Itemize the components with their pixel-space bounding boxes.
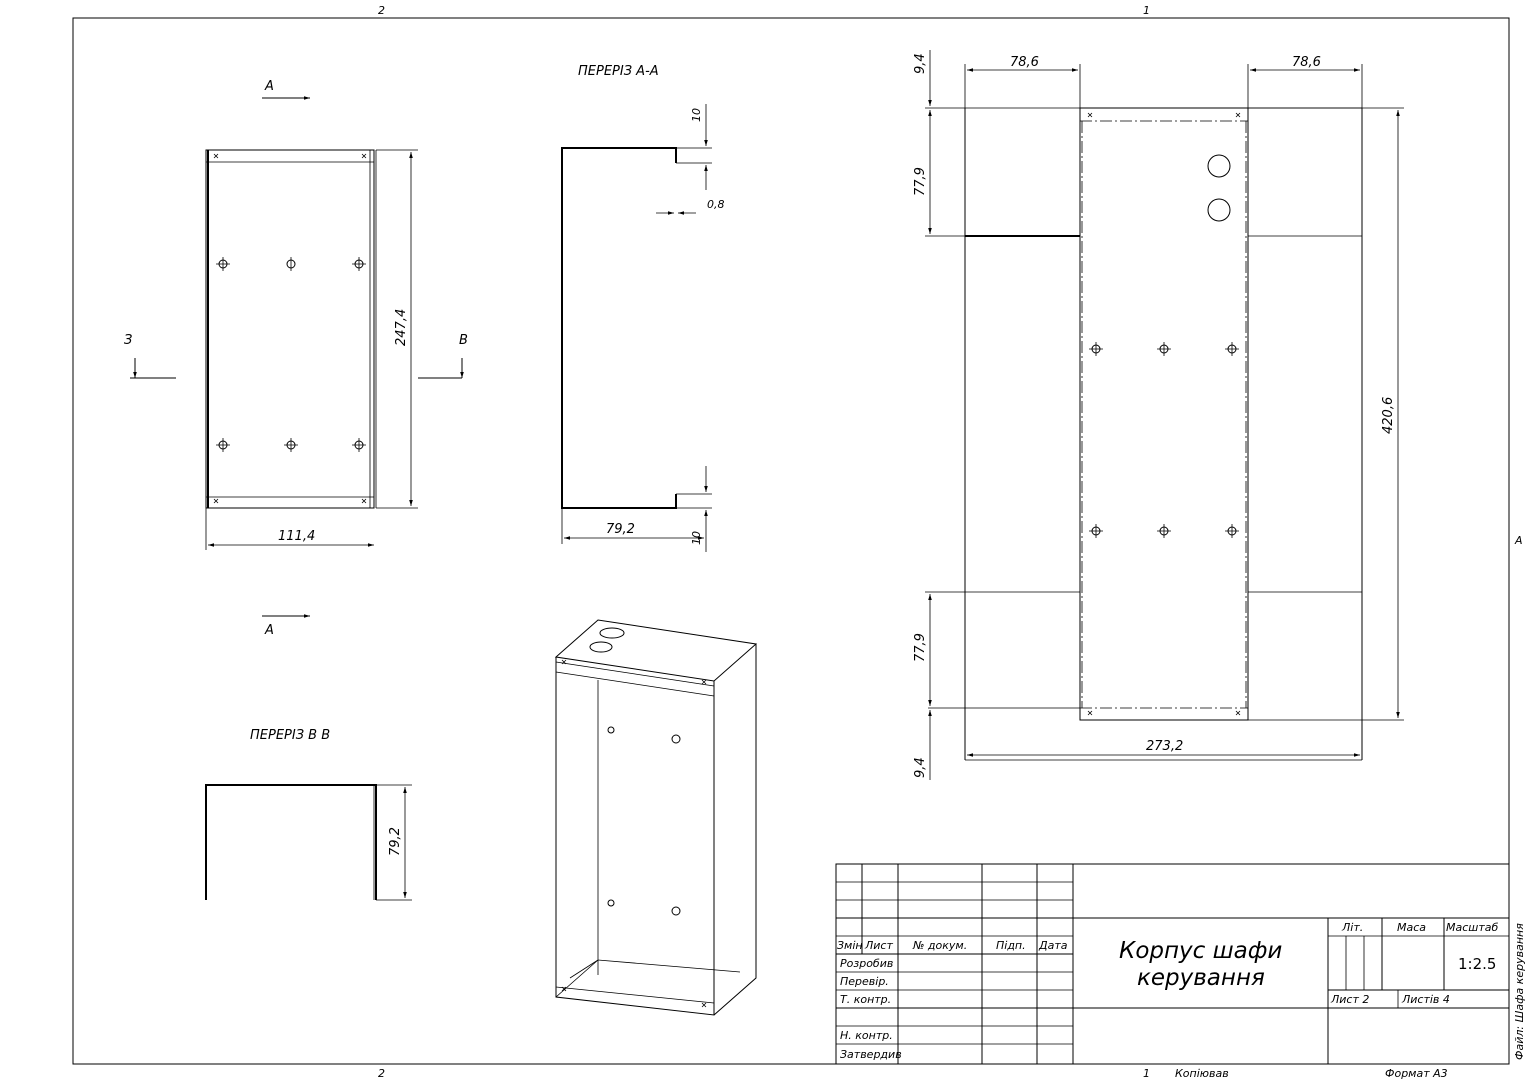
front-view: 247,4 111,4 А А З В (124, 79, 468, 638)
dim-flat-margin-top: 9,4 (913, 53, 928, 74)
zone-label-top-left: 2 (378, 4, 385, 17)
section-aa-view: ПЕРЕРІЗ А-А 10 0,8 10 79,2 (561, 64, 725, 552)
dim-front-height: 247,4 (394, 309, 409, 346)
mounting-holes (216, 257, 366, 452)
zone-label-side: A (1514, 534, 1523, 547)
section-aa-title: ПЕРЕРІЗ А-А (578, 64, 659, 79)
tb-col-sheet: Лист (864, 939, 893, 952)
dim-aa-top-gap: 10 (690, 108, 703, 122)
dim-flat-flap-bottom-height: 77,9 (913, 633, 928, 662)
sheet-frame: 2 1 2 1 Копіював Формат А3 A Файл: Шафа … (72, 4, 1526, 1080)
zone-label-bottom-left: 2 (378, 1067, 385, 1080)
copied-by-label: Копіював (1175, 1067, 1229, 1080)
tb-row-tcontrol: Т. контр. (840, 993, 891, 1006)
format-label: Формат А3 (1385, 1067, 1448, 1080)
section-arrow-a-bottom: А (264, 623, 274, 638)
dim-aa-width: 79,2 (606, 522, 635, 537)
tb-sheets-total: Листів 4 (1401, 993, 1450, 1006)
tb-row-approved: Затвердив (840, 1048, 902, 1061)
dim-bb-depth: 79,2 (388, 827, 403, 856)
tb-col-change: Змін (837, 939, 863, 952)
dim-flat-total-width: 273,2 (1146, 739, 1183, 754)
corner-mark-icon (213, 153, 367, 504)
tb-scale-value: 1:2.5 (1458, 955, 1496, 973)
dim-front-width: 111,4 (278, 529, 315, 544)
tb-title-line-1: Корпус шафи (1119, 938, 1282, 964)
section-arrow-b-right: В (459, 333, 468, 348)
title-block: Змін Лист № докум. Підп. Дата Розробив П… (835, 863, 1510, 1065)
dim-flat-margin-bottom: 9,4 (913, 757, 928, 778)
tb-row-ncontrol: Н. контр. (840, 1029, 893, 1042)
tb-mass: Маса (1397, 921, 1426, 934)
section-bb-view: ПЕРЕРІЗ В В 79,2 (205, 728, 412, 901)
tb-sheet-number: Лист 2 (1330, 993, 1369, 1006)
section-arrow-a-top: А (264, 79, 274, 94)
tb-col-date: Дата (1038, 939, 1068, 952)
tb-letter: Літ. (1341, 921, 1363, 934)
tb-col-doc-number: № докум. (912, 939, 967, 952)
isometric-view (554, 619, 758, 1016)
flat-pattern-view: 78,6 78,6 9,4 77,9 77,9 9,4 420,6 273,2 (913, 50, 1404, 780)
section-bb-title: ПЕРЕРІЗ В В (250, 728, 330, 743)
tb-row-developed: Розробив (840, 957, 893, 970)
tb-title-line-2: керування (1137, 965, 1265, 991)
tb-col-signature: Підп. (996, 939, 1026, 952)
dim-flat-flap-top-height: 77,9 (913, 167, 928, 196)
dim-flat-total-height: 420,6 (1381, 397, 1396, 434)
dim-aa-thickness: 0,8 (707, 198, 725, 211)
dim-flat-flap-left: 78,6 (1010, 55, 1039, 70)
tb-scale-label: Масштаб (1446, 921, 1498, 934)
tb-row-checked: Перевір. (840, 975, 889, 988)
file-name-label: Файл: Шафа керування (1513, 923, 1526, 1060)
section-arrow-b-left: З (124, 333, 132, 348)
flat-mounting-holes (1089, 342, 1239, 538)
zone-label-top-right: 1 (1143, 4, 1150, 17)
zone-label-bottom-mid: 1 (1143, 1067, 1150, 1080)
dim-flat-flap-right: 78,6 (1292, 55, 1321, 70)
